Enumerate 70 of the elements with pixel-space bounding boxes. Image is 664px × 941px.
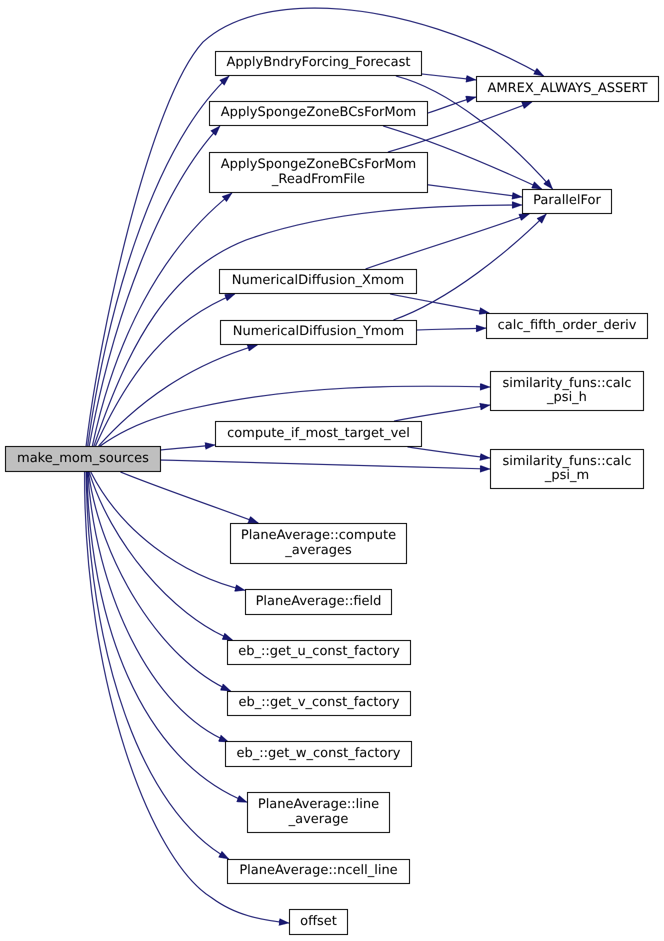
function-name: eb_::get_w_const_factory <box>236 746 400 762</box>
call-arrow <box>120 471 259 524</box>
call-arrow <box>396 75 553 190</box>
call-arrow <box>86 8 544 446</box>
function-name: ParallelFor <box>533 194 601 209</box>
function-box <box>220 320 417 345</box>
function-box <box>5 446 161 472</box>
function-box <box>227 859 410 884</box>
function-name: NumericalDiffusion_Xmom <box>232 274 404 289</box>
function-name: similarity_funs::calc _psi_m <box>502 454 632 484</box>
function-name: similarity_funs::calc _psi_h <box>502 376 632 406</box>
function-box <box>219 269 417 294</box>
call-arrow <box>160 442 216 450</box>
function-name: PlaneAverage::line _average <box>256 798 380 827</box>
call-arrow <box>394 402 490 422</box>
call-arrow <box>86 472 230 860</box>
call-arrow <box>416 324 486 332</box>
call-arrow <box>422 73 476 82</box>
function-box <box>215 51 422 76</box>
call-arrow <box>90 472 246 592</box>
function-name: eb_::get_v_const_factory <box>238 696 400 711</box>
call-arrow <box>84 472 290 926</box>
call-arrow <box>365 213 530 270</box>
call-arrow <box>428 96 476 114</box>
function-box <box>225 741 412 767</box>
call-arrow <box>407 446 490 461</box>
function-name: PlaneAverage::field <box>256 594 382 610</box>
call-arrow <box>98 344 258 446</box>
function-name: PlaneAverage::ncell_line <box>239 864 398 879</box>
call-arrow <box>86 472 248 803</box>
function-name: NumericalDiffusion_Ymom <box>232 325 404 340</box>
function-box <box>490 449 644 489</box>
function-box <box>476 76 659 102</box>
call-arrow <box>88 472 233 640</box>
function-box <box>227 691 411 716</box>
call-arrow <box>87 76 230 446</box>
call-arrow <box>428 184 522 200</box>
call-arrow <box>388 101 532 153</box>
function-name: compute_if_most_target_vel <box>227 426 410 442</box>
call-arrow <box>93 201 522 446</box>
function-name: PlaneAverage::compute _averages <box>240 529 398 558</box>
function-box <box>486 313 648 339</box>
call-arrow <box>393 214 547 321</box>
function-box <box>289 909 348 935</box>
function-name: eb_::get_u_const_factory <box>238 645 400 660</box>
call-arrow <box>160 460 490 473</box>
function-box <box>209 101 428 126</box>
function-box <box>230 523 407 564</box>
function-name: ApplySpongeZoneBCsForMom <box>220 106 416 121</box>
call-arrow <box>88 126 220 446</box>
function-box <box>522 189 612 214</box>
function-name: calc_fifth_order_deriv <box>498 318 636 334</box>
function-box <box>227 640 411 665</box>
function-name: offset <box>300 914 337 930</box>
call-arrow <box>88 472 231 692</box>
call-arrow <box>87 472 229 743</box>
call-arrow <box>92 192 232 446</box>
call-arrow <box>94 294 236 446</box>
call-arrow <box>100 383 490 446</box>
function-name: ApplyBndryForcing_Forecast <box>226 56 410 71</box>
call-arrow <box>390 293 490 315</box>
function-box <box>490 371 644 411</box>
function-name: ApplySpongeZoneBCsForMom _ReadFromFile <box>220 158 418 187</box>
function-box <box>245 589 392 615</box>
function-box <box>247 792 390 833</box>
function-box <box>209 152 428 193</box>
call-arrow <box>382 125 542 190</box>
function-box <box>215 421 422 447</box>
function-name: AMREX_ALWAYS_ASSERT <box>487 82 648 96</box>
function-name: make_mom_sources <box>17 452 149 466</box>
